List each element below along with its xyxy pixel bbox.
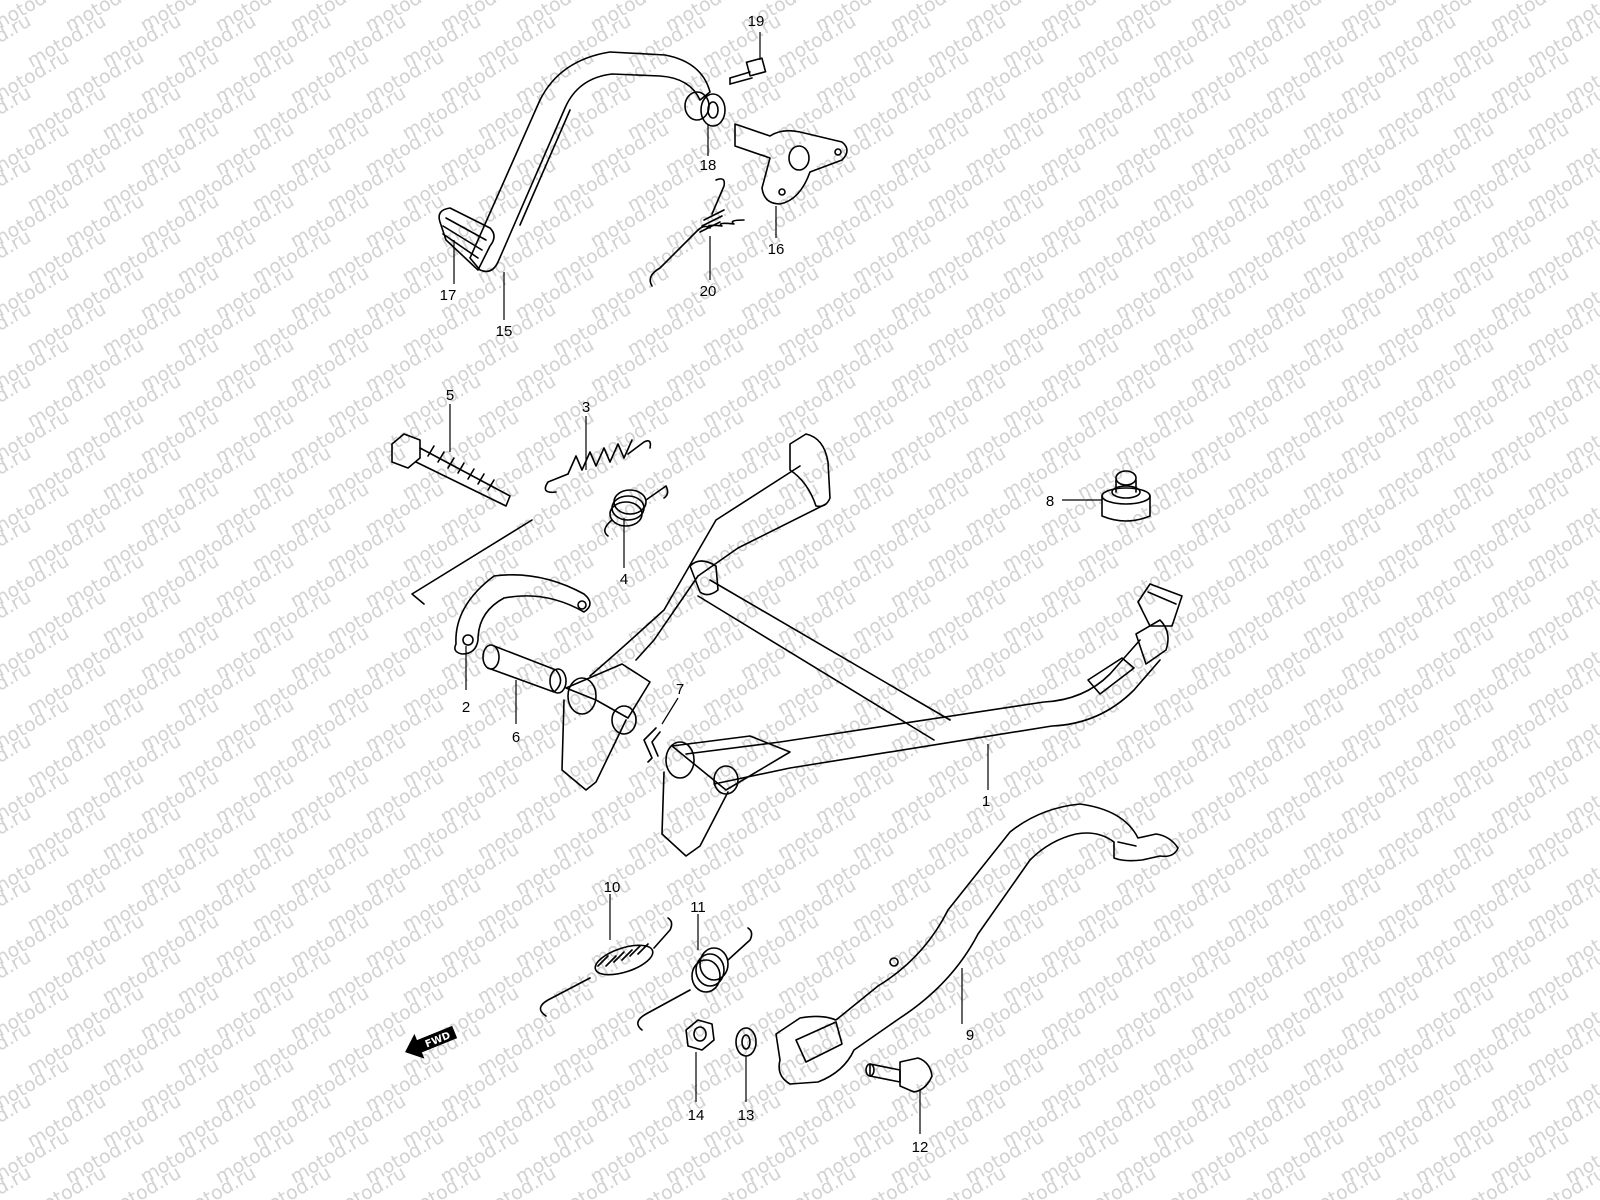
callout-2: 2 bbox=[462, 699, 470, 716]
callout-7: 7 bbox=[676, 681, 684, 698]
callout-3: 3 bbox=[582, 399, 590, 416]
callout-8: 8 bbox=[1046, 493, 1054, 510]
callout-14: 14 bbox=[688, 1107, 705, 1124]
callout-15: 15 bbox=[496, 323, 513, 340]
callout-20: 20 bbox=[700, 283, 717, 300]
callout-6: 6 bbox=[512, 729, 520, 746]
callout-4: 4 bbox=[620, 571, 628, 588]
callout-19: 19 bbox=[748, 13, 765, 30]
callout-17: 17 bbox=[440, 287, 457, 304]
callout-12: 12 bbox=[912, 1139, 929, 1156]
watermark-text: motod.ru bbox=[1524, 1162, 1600, 1200]
callout-13: 13 bbox=[738, 1107, 755, 1124]
callout-18: 18 bbox=[700, 157, 717, 174]
callout-11: 11 bbox=[690, 899, 706, 916]
callout-16: 16 bbox=[768, 241, 785, 258]
callout-10: 10 bbox=[604, 879, 621, 896]
callout-9: 9 bbox=[966, 1027, 974, 1044]
callout-5: 5 bbox=[446, 387, 454, 404]
callout-1: 1 bbox=[982, 793, 990, 810]
